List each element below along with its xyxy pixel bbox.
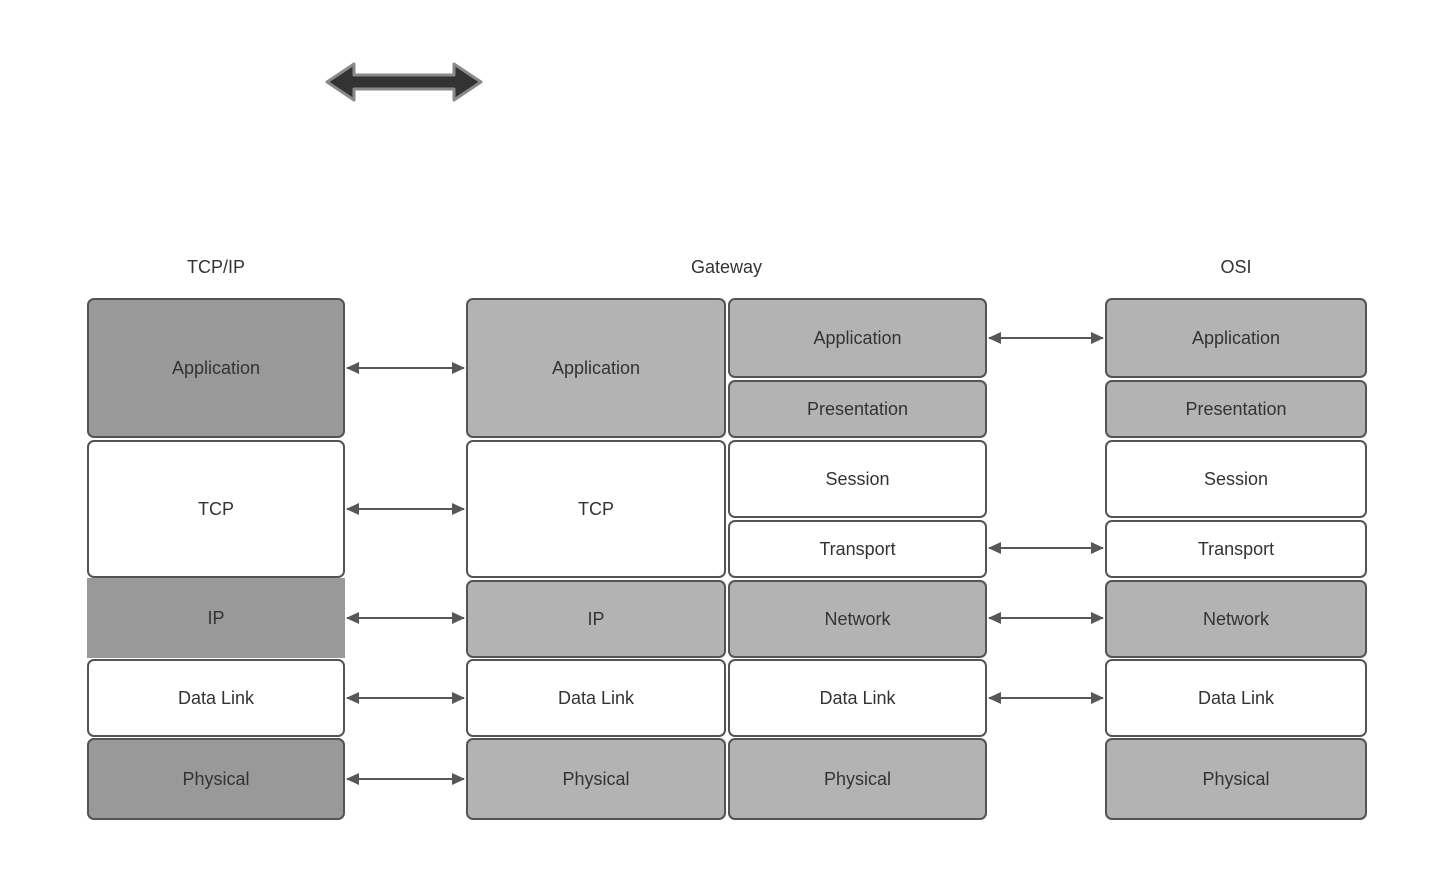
- layer-label: Physical: [562, 768, 630, 789]
- arrow-tcpip-gateway-ip: [346, 611, 465, 624]
- osi-layer-transport: Transport: [1105, 520, 1367, 578]
- layer-label: TCP: [198, 498, 234, 519]
- layer-label: Presentation: [806, 398, 909, 419]
- gateway-right-layer-application: Application: [728, 298, 987, 378]
- gateway-left-layer-physical: Physical: [466, 738, 726, 820]
- tcpip-layer-application: Application: [87, 298, 345, 438]
- layer-label: Transport: [1197, 538, 1275, 559]
- layer-label: Presentation: [1185, 398, 1287, 419]
- osi-layer-presentation: Presentation: [1105, 380, 1367, 438]
- layer-label: Data Link: [557, 687, 635, 708]
- osi-stack-title: OSI: [1220, 257, 1252, 277]
- layer-label: Application: [551, 357, 641, 378]
- arrow-gateway-osi-network: [988, 611, 1104, 624]
- osi-layer-network: Network: [1105, 580, 1367, 658]
- tcpip-stack-title: TCP/IP: [186, 257, 245, 277]
- arrow-tcpip-gateway-data-link: [346, 691, 465, 704]
- layer-label: Session: [825, 468, 890, 489]
- layer-label: Network: [1202, 608, 1269, 629]
- arrow-tcpip-gateway-application: [346, 361, 465, 374]
- arrow-gateway-osi-data-link: [988, 691, 1104, 704]
- gateway-right-layer-session: Session: [728, 440, 987, 518]
- layer-label: Physical: [823, 768, 892, 789]
- layer-label: Data Link: [1197, 687, 1275, 708]
- gateway-right-layer-data-link: Data Link: [728, 659, 987, 737]
- layer-label: IP: [207, 607, 225, 628]
- gateway-left-layer-application: Application: [466, 298, 726, 438]
- layer-label: Network: [824, 608, 891, 629]
- layer-label: Data Link: [177, 687, 255, 708]
- layer-label: Physical: [1202, 768, 1270, 789]
- layer-label: Application: [171, 357, 261, 378]
- tcpip-layer-physical: Physical: [87, 738, 345, 820]
- gateway-left-layer-tcp: TCP: [466, 440, 726, 578]
- arrow-tcpip-gateway-physical: [346, 772, 465, 785]
- osi-layer-application: Application: [1105, 298, 1367, 378]
- osi-layer-physical: Physical: [1105, 738, 1367, 820]
- layer-label: TCP: [578, 498, 614, 519]
- osi-layer-session: Session: [1105, 440, 1367, 518]
- gateway-left-layer-ip: IP: [466, 580, 726, 658]
- layer-label: Application: [813, 327, 902, 348]
- gateway-left-layer-data-link: Data Link: [466, 659, 726, 737]
- arrow-tcpip-gateway-tcp: [346, 502, 465, 515]
- gateway-stack-title: Gateway: [690, 257, 763, 277]
- gateway-right-layer-physical: Physical: [728, 738, 987, 820]
- layer-label: IP: [587, 608, 605, 629]
- gateway-right-layer-network: Network: [728, 580, 987, 658]
- tcpip-layer-ip: IP: [87, 578, 345, 658]
- tcpip-layer-data-link: Data Link: [87, 659, 345, 737]
- arrow-gateway-osi-application: [988, 331, 1104, 344]
- layer-label: Physical: [182, 768, 250, 789]
- horizontal-double-arrow-icon: [325, 62, 483, 102]
- layer-label: Transport: [819, 538, 896, 559]
- osi-layer-data-link: Data Link: [1105, 659, 1367, 737]
- gateway-right-layer-presentation: Presentation: [728, 380, 987, 438]
- layer-label: Data Link: [819, 687, 896, 708]
- arrow-gateway-osi-transport: [988, 541, 1104, 554]
- gateway-right-layer-transport: Transport: [728, 520, 987, 578]
- tcpip-layer-tcp: TCP: [87, 440, 345, 578]
- layer-label: Application: [1191, 327, 1281, 348]
- layer-label: Session: [1203, 468, 1269, 489]
